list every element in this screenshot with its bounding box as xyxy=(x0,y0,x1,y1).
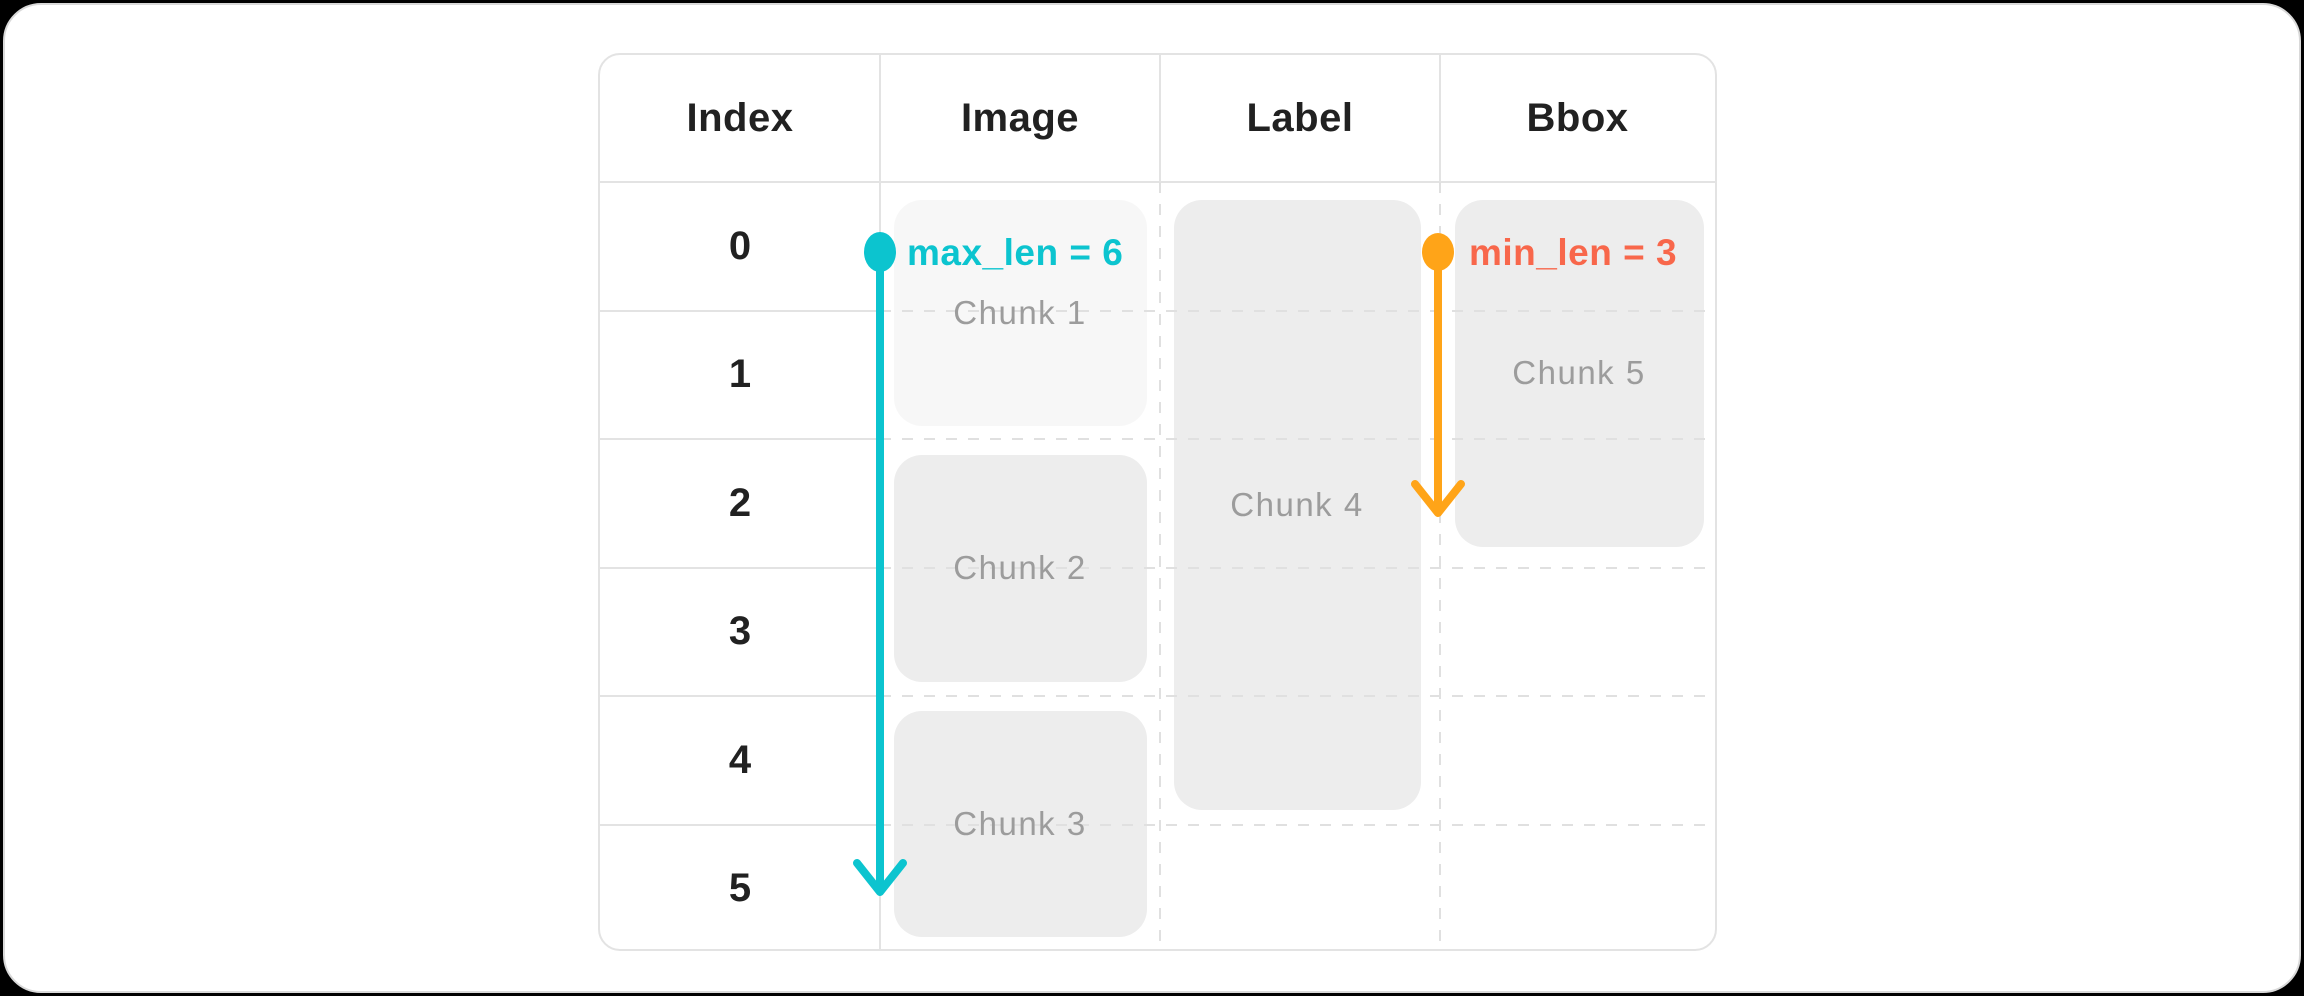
chunk-1-label: Chunk 1 xyxy=(953,294,1087,331)
index-cell-3: 3 xyxy=(728,609,752,653)
column-header-label: Label xyxy=(1246,96,1354,140)
chunk-2-label: Chunk 2 xyxy=(953,549,1087,586)
chunk-4-block xyxy=(1174,200,1421,810)
row-line-2 xyxy=(600,438,880,440)
index-cell-1: 1 xyxy=(728,352,752,396)
diagram-card: Index Image Label Bbox 0 1 2 3 4 5 Chunk… xyxy=(3,3,2301,993)
min-len-annotation: min_len = 3 xyxy=(1469,232,1678,273)
column-divider-label-bbox-header xyxy=(1439,55,1441,182)
index-cell-4: 4 xyxy=(728,738,752,782)
chunk-1-block xyxy=(894,200,1147,426)
max-len-annotation: max_len = 6 xyxy=(907,232,1124,273)
row-dashed-line-5 xyxy=(880,824,1715,826)
column-header-image: Image xyxy=(960,96,1080,140)
chunk-5-block xyxy=(1455,200,1704,547)
row-line-1 xyxy=(600,310,880,312)
index-cell-0: 0 xyxy=(728,224,752,268)
dataset-table: Index Image Label Bbox 0 1 2 3 4 5 Chunk… xyxy=(598,53,1717,951)
row-line-3 xyxy=(600,567,880,569)
row-dashed-line-2 xyxy=(880,438,1715,440)
chunk-3-label: Chunk 3 xyxy=(953,805,1087,842)
column-header-bbox: Bbox xyxy=(1526,96,1629,140)
column-header-index: Index xyxy=(686,96,794,140)
row-line-4 xyxy=(600,695,880,697)
column-dashed-label-bbox xyxy=(1439,182,1441,949)
column-divider-image-label-header xyxy=(1159,55,1161,182)
index-cell-5: 5 xyxy=(728,866,752,910)
row-dashed-line-3 xyxy=(880,567,1715,569)
row-dashed-line-4 xyxy=(880,695,1715,697)
header-divider-line xyxy=(600,181,1715,183)
row-dashed-line-1 xyxy=(880,310,1715,312)
column-dashed-image-label xyxy=(1159,182,1161,949)
index-cell-2: 2 xyxy=(728,481,752,525)
row-line-5 xyxy=(600,824,880,826)
chunk-5-label: Chunk 5 xyxy=(1512,354,1646,391)
chunk-4-label: Chunk 4 xyxy=(1230,486,1364,523)
